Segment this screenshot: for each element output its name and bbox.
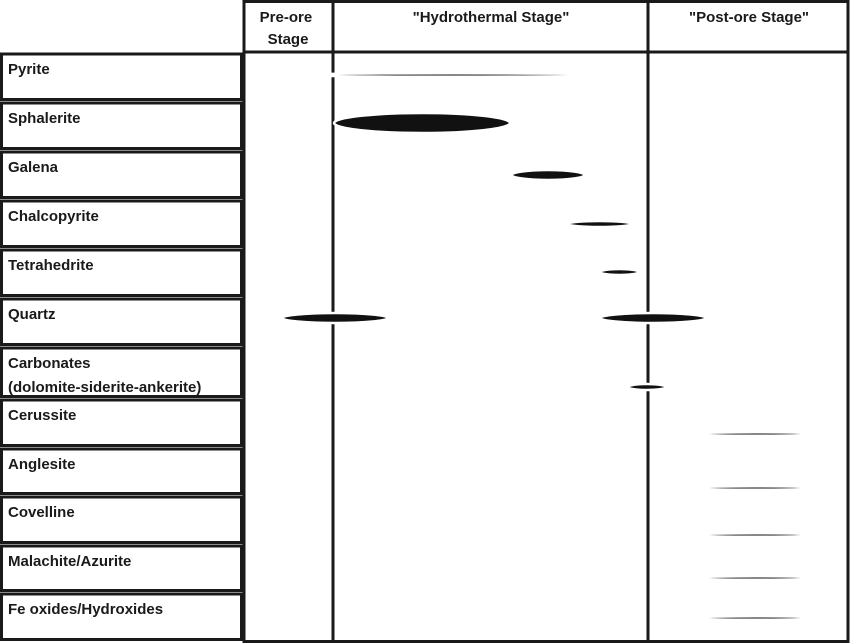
mineral-label: Malachite/Azurite xyxy=(8,553,131,570)
bar-sphalerite xyxy=(332,111,512,135)
mineral-row-tetrahedrite: Tetrahedrite xyxy=(0,248,243,297)
bar-quartz-1 xyxy=(280,311,390,325)
mineral-label-line: Quartz xyxy=(8,306,56,323)
mineral-label: Quartz xyxy=(8,306,56,323)
bar-tetrahedrite xyxy=(598,267,641,277)
bar-galena xyxy=(510,168,586,182)
mineral-row-sphalerite: Sphalerite xyxy=(0,101,243,150)
mineral-label: Galena xyxy=(8,159,59,176)
mineral-label: Cerussite xyxy=(8,407,76,424)
bar-covelline xyxy=(688,532,822,538)
mineral-label-line: Pyrite xyxy=(8,61,50,78)
mineral-label: Pyrite xyxy=(8,61,50,78)
header-box xyxy=(242,0,850,54)
stage-header-post-ore: "Post-ore Stage" xyxy=(689,9,809,26)
mineral-row-chalcopyrite: Chalcopyrite xyxy=(0,199,243,248)
stage-header-hydrothermal: "Hydrothermal Stage" xyxy=(413,9,570,26)
bar-fe-oxides-hydroxides xyxy=(688,615,822,621)
mineral-label-box xyxy=(0,495,243,544)
mineral-label-box xyxy=(0,398,243,447)
mineral-bars xyxy=(280,72,822,621)
mineral-label-line: Chalcopyrite xyxy=(8,208,99,225)
mineral-label-box xyxy=(0,150,243,199)
mineral-label: Sphalerite xyxy=(8,110,81,127)
mineral-label: Chalcopyrite xyxy=(8,208,99,225)
mineral-label-box xyxy=(0,447,243,495)
bar-pyrite xyxy=(288,72,619,78)
mineral-label-box xyxy=(0,346,243,398)
mineral-label-box xyxy=(0,101,243,150)
stage-headers: Pre-ore Stage "Hydrothermal Stage" "Post… xyxy=(260,9,809,48)
diagram-frame xyxy=(242,0,850,643)
mineral-label: Fe oxides/Hydroxides xyxy=(8,601,163,618)
mineral-row-malachite-azurite: Malachite/Azurite xyxy=(0,544,243,592)
mineral-row-galena: Galena xyxy=(0,150,243,199)
mineral-label-line: Galena xyxy=(8,159,59,176)
mineral-label: Tetrahedrite xyxy=(8,257,94,274)
mineral-label-box xyxy=(0,592,243,641)
mineral-label-line: Anglesite xyxy=(8,456,76,473)
mineral-label-box xyxy=(0,297,243,346)
mineral-label: Carbonates (dolomite-siderite-ankerite) xyxy=(8,355,201,396)
bar-chalcopyrite xyxy=(565,219,634,229)
mineral-label-line: Covelline xyxy=(8,504,75,521)
mineral-row-anglesite: Anglesite xyxy=(0,447,243,495)
mineral-label-line: Malachite/Azurite xyxy=(8,553,131,570)
mineral-label-line: Carbonates xyxy=(8,355,91,372)
bar-cerussite xyxy=(688,431,822,437)
bar-anglesite xyxy=(688,485,822,491)
mineral-label-line: Sphalerite xyxy=(8,110,81,127)
stage-header-pre-ore: Pre-ore Stage xyxy=(260,9,317,48)
mineral-label: Anglesite xyxy=(8,456,76,473)
mineral-label-line: Fe oxides/Hydroxides xyxy=(8,601,163,618)
mineral-row-fe-oxides-hydroxides: Fe oxides/Hydroxides xyxy=(0,592,243,641)
mineral-row-cerussite: Cerussite xyxy=(0,398,243,447)
mineral-row-quartz: Quartz xyxy=(0,297,243,346)
mineral-rows: PyriteSphaleriteGalenaChalcopyriteTetrah… xyxy=(0,52,243,641)
timeline-box xyxy=(242,50,850,643)
mineral-label-box xyxy=(0,52,243,101)
mineral-label-line: Cerussite xyxy=(8,407,76,424)
mineral-label-line: (dolomite-siderite-ankerite) xyxy=(8,379,201,396)
mineral-row-pyrite: Pyrite xyxy=(0,52,243,101)
bar-malachite-azurite xyxy=(688,575,822,581)
mineral-row-carbonates: Carbonates (dolomite-siderite-ankerite) xyxy=(0,346,243,398)
mineral-label-line: Tetrahedrite xyxy=(8,257,94,274)
mineral-label-box xyxy=(0,199,243,248)
bar-quartz-2 xyxy=(598,311,708,325)
mineral-label-box xyxy=(0,544,243,592)
mineral-label: Covelline xyxy=(8,504,75,521)
bar-carbonates xyxy=(626,382,668,392)
mineral-row-covelline: Covelline xyxy=(0,495,243,544)
mineral-label-box xyxy=(0,248,243,297)
